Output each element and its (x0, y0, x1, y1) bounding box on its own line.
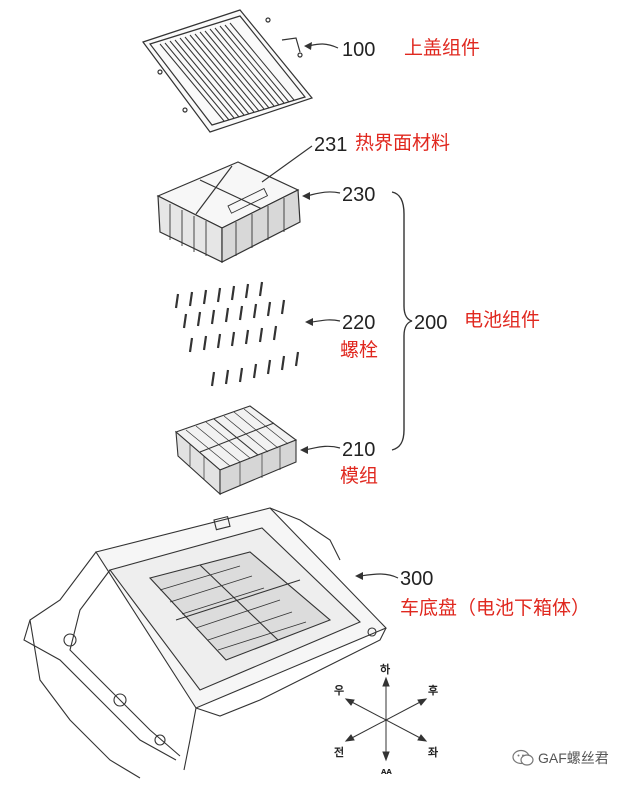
label-220: 220 (342, 312, 375, 334)
label-thermal-material: 热界面材料 (355, 132, 450, 154)
label-300: 300 (400, 568, 433, 590)
label-210: 210 (342, 439, 375, 461)
compass-top: 하 (380, 662, 391, 676)
direction-compass (344, 676, 428, 762)
arrow-100 (304, 42, 312, 50)
arrow-230 (302, 192, 310, 200)
bracket-200 (391, 191, 413, 451)
arrow-300 (355, 572, 363, 580)
compass-upper-right: 후 (428, 683, 438, 697)
top-cover-drawing (142, 9, 314, 133)
label-200: 200 (414, 312, 447, 334)
chassis-drawing (23, 507, 387, 779)
compass-bottom: AA (381, 768, 392, 776)
modules-drawing (174, 405, 298, 496)
compass-lower-left: 전 (334, 745, 344, 759)
leader-230 (305, 191, 341, 197)
bolts-drawing (174, 281, 300, 387)
leader-210 (303, 445, 341, 451)
arrow-210 (300, 446, 308, 454)
compass-lower-right: 좌 (428, 745, 438, 759)
watermark: GAF螺丝君 (512, 748, 609, 768)
leader-220 (309, 319, 341, 323)
label-231: 231 (314, 134, 347, 156)
battery-230-drawing (156, 161, 301, 263)
arrow-220 (305, 318, 313, 326)
label-modules: 模组 (340, 465, 378, 487)
watermark-text: GAF螺丝君 (538, 750, 609, 766)
leader-100 (307, 43, 339, 49)
label-top-cover: 上盖组件 (404, 37, 480, 59)
label-bolts: 螺栓 (340, 339, 378, 361)
leader-231 (261, 145, 313, 183)
label-battery-assembly: 电池组件 (464, 309, 540, 331)
compass-upper-left: 우 (334, 684, 344, 697)
label-chassis: 车底盘（电池下箱体） (400, 597, 590, 619)
label-100: 100 (342, 39, 375, 61)
label-230: 230 (342, 184, 375, 206)
wechat-icon (512, 749, 534, 766)
leader-300 (359, 573, 399, 579)
